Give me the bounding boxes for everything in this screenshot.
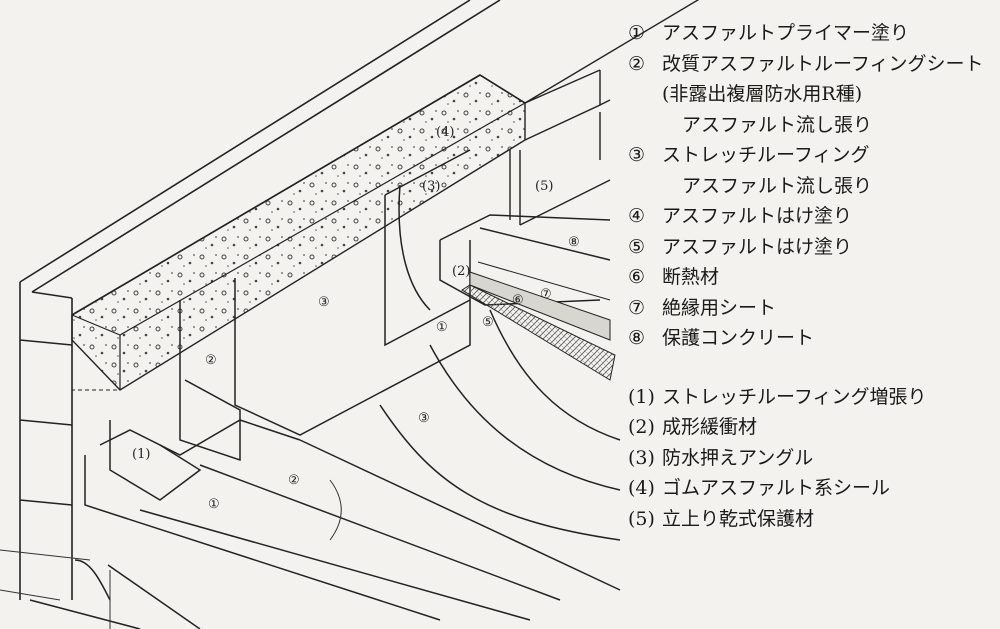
- legend-main-number: ⑦: [628, 296, 646, 319]
- callout-p5: (5): [535, 179, 553, 194]
- legend-panel: ① アスファルトプライマー塗り ② 改質アスファルトルーフィングシート (非露出複層防水…: [628, 18, 1000, 534]
- legend-gap: [628, 354, 1000, 382]
- legend-main-text: 改質アスファルトルーフィングシート: [662, 52, 984, 75]
- callout-p2: (2): [452, 264, 470, 279]
- callout-1: ①: [208, 497, 220, 512]
- legend-main-item: アスファルト流し張り: [628, 110, 1000, 141]
- legend-sub-item: (2) 成形緩衝材: [628, 412, 1000, 443]
- legend-main-text: アスファルトプライマー塗り: [662, 22, 910, 44]
- legend-main-item: ① アスファルトプライマー塗り: [628, 18, 1000, 49]
- callout-2-wall: ②: [205, 353, 217, 368]
- legend-sub-item: (5) 立上り乾式保護材: [628, 504, 1000, 535]
- legend-main-item: ⑥ 断熱材: [628, 262, 1000, 293]
- legend-sub-item: (3) 防水押えアングル: [628, 443, 1000, 474]
- callout-6: ⑥: [512, 293, 524, 308]
- legend-sub-text: 防水押えアングル: [662, 446, 814, 469]
- legend-main-item: ⑤ アスファルトはけ塗り: [628, 232, 1000, 263]
- legend-main-text: アスファルト流し張り: [682, 174, 873, 197]
- legend-main-item: ⑦ 絶縁用シート: [628, 293, 1000, 324]
- insulation-layer: [461, 261, 616, 381]
- legend-sub-number: (3): [628, 446, 655, 469]
- legend-sub-item: (4) ゴムアスファルト系シール: [628, 473, 1000, 504]
- legend-sub-number: (5): [628, 507, 655, 530]
- callout-5: ⑤: [482, 315, 494, 330]
- legend-main-number: ⑤: [628, 235, 646, 258]
- legend-sub-item: (1) ストレッチルーフィング増張り: [628, 382, 1000, 413]
- legend-sub-number: (2): [628, 416, 655, 438]
- legend-main-item: アスファルト流し張り: [628, 171, 1000, 202]
- legend-sub-text: ストレッチルーフィング増張り: [662, 385, 927, 408]
- callout-3-floor: ③: [418, 411, 430, 426]
- legend-main-text: アスファルトはけ塗り: [662, 205, 853, 227]
- legend-main-number: ⑥: [628, 266, 646, 288]
- concrete-parapet: [71, 74, 526, 391]
- legend-sub-number: (4): [628, 477, 655, 499]
- callout-8: ⑧: [568, 235, 580, 250]
- legend-sub-text: 成形緩衝材: [662, 416, 758, 438]
- legend-sub-number: (1): [628, 385, 655, 408]
- legend-main-item: (非露出複層防水用R種): [628, 79, 1000, 110]
- legend-main-number: ④: [628, 205, 646, 227]
- floor-lines: [0, 479, 342, 629]
- legend-main-number: ③: [628, 144, 646, 166]
- legend-main-text: 断熱材: [662, 266, 720, 288]
- legend-main-text: アスファルトはけ塗り: [662, 235, 853, 258]
- callout-1-wall: ①: [436, 320, 448, 335]
- legend-main-text: ストレッチルーフィング: [662, 144, 870, 166]
- callout-p1: (1): [132, 447, 150, 462]
- legend-sub-text: 立上り乾式保護材: [662, 507, 815, 530]
- callout-7: ⑦: [540, 287, 552, 302]
- legend-main-number: ①: [628, 22, 646, 44]
- membrane-layers: [29, 149, 621, 629]
- legend-main-list: ① アスファルトプライマー塗り ② 改質アスファルトルーフィングシート (非露出複層防水…: [628, 18, 1000, 354]
- callout-2-floor: ②: [288, 473, 300, 488]
- legend-main-item: ③ ストレッチルーフィング: [628, 140, 1000, 171]
- callout-labels: ① ② ② ③ ③ ① ⑤ ⑥ ⑦ ⑧ (1) (2) (3) (4) (5): [132, 125, 580, 512]
- legend-main-item: ④ アスファルトはけ塗り: [628, 201, 1000, 232]
- callout-p4: (4): [436, 125, 454, 140]
- legend-main-text: 絶縁用シート: [662, 296, 777, 319]
- legend-main-text: アスファルト流し張り: [682, 113, 873, 136]
- legend-main-text: 保護コンクリート: [662, 327, 815, 349]
- legend-sub-list: (1) ストレッチルーフィング増張り (2) 成形緩衝材 (3) 防水押えアングル (4) ゴ…: [628, 382, 1000, 535]
- legend-sub-text: ゴムアスファルト系シール: [662, 477, 891, 499]
- legend-main-text: (非露出複層防水用R種): [662, 83, 863, 105]
- callout-p3: (3): [422, 179, 440, 194]
- legend-main-item: ⑧ 保護コンクリート: [628, 323, 1000, 354]
- callout-3-wall: ③: [318, 295, 330, 310]
- legend-main-number: ⑧: [628, 327, 646, 349]
- legend-main-number: ②: [628, 52, 646, 75]
- legend-main-item: ② 改質アスファルトルーフィングシート: [628, 49, 1000, 80]
